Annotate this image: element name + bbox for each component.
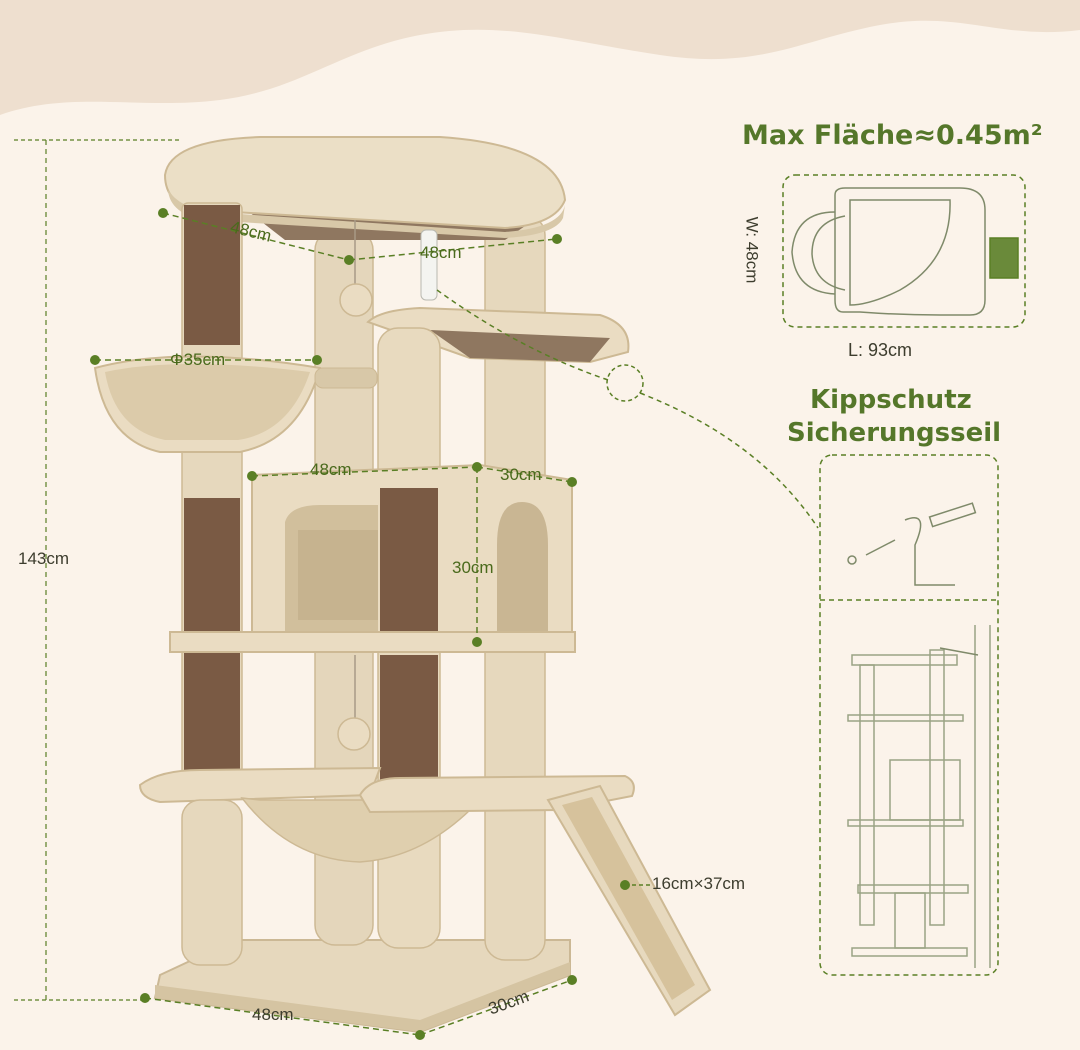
safety-title-line2: Sicherungsseil bbox=[787, 418, 1002, 448]
safety-diagram bbox=[819, 454, 999, 976]
label-basket: Φ35cm bbox=[170, 350, 226, 369]
sisal-middle-lower bbox=[380, 655, 438, 788]
area-title: Max Fläche≈0.45m² bbox=[742, 120, 1043, 151]
safety-title-line1: Kippschutz bbox=[810, 385, 972, 415]
area-diagram bbox=[782, 174, 1026, 328]
toy-ball-top bbox=[339, 283, 373, 317]
area-length-label: L: 93cm bbox=[848, 340, 913, 360]
hammock bbox=[240, 797, 472, 863]
label-box-width: 48cm bbox=[310, 460, 352, 479]
toy-ball-middle bbox=[337, 717, 371, 751]
height-guide bbox=[14, 139, 180, 1001]
label-ramp: 16cm×37cm bbox=[652, 874, 746, 893]
condo-entry-right bbox=[497, 502, 548, 640]
cat-tree bbox=[93, 136, 712, 1034]
label-top-right: 48cm bbox=[420, 243, 462, 262]
platform-middle bbox=[169, 631, 576, 653]
background-wave bbox=[0, 0, 1080, 115]
label-box-depth: 30cm bbox=[500, 465, 542, 484]
sisal-left-top bbox=[184, 205, 240, 345]
label-height: 143cm bbox=[18, 549, 70, 568]
label-base-width: 48cm bbox=[252, 1005, 294, 1024]
dimension-dots bbox=[90, 208, 630, 1040]
label-box-height: 30cm bbox=[452, 558, 494, 577]
safety-strap bbox=[420, 229, 438, 301]
area-width-label: W: 48cm bbox=[742, 216, 762, 284]
dimension-lines bbox=[95, 212, 819, 1036]
ramp-sisal bbox=[562, 797, 695, 1000]
